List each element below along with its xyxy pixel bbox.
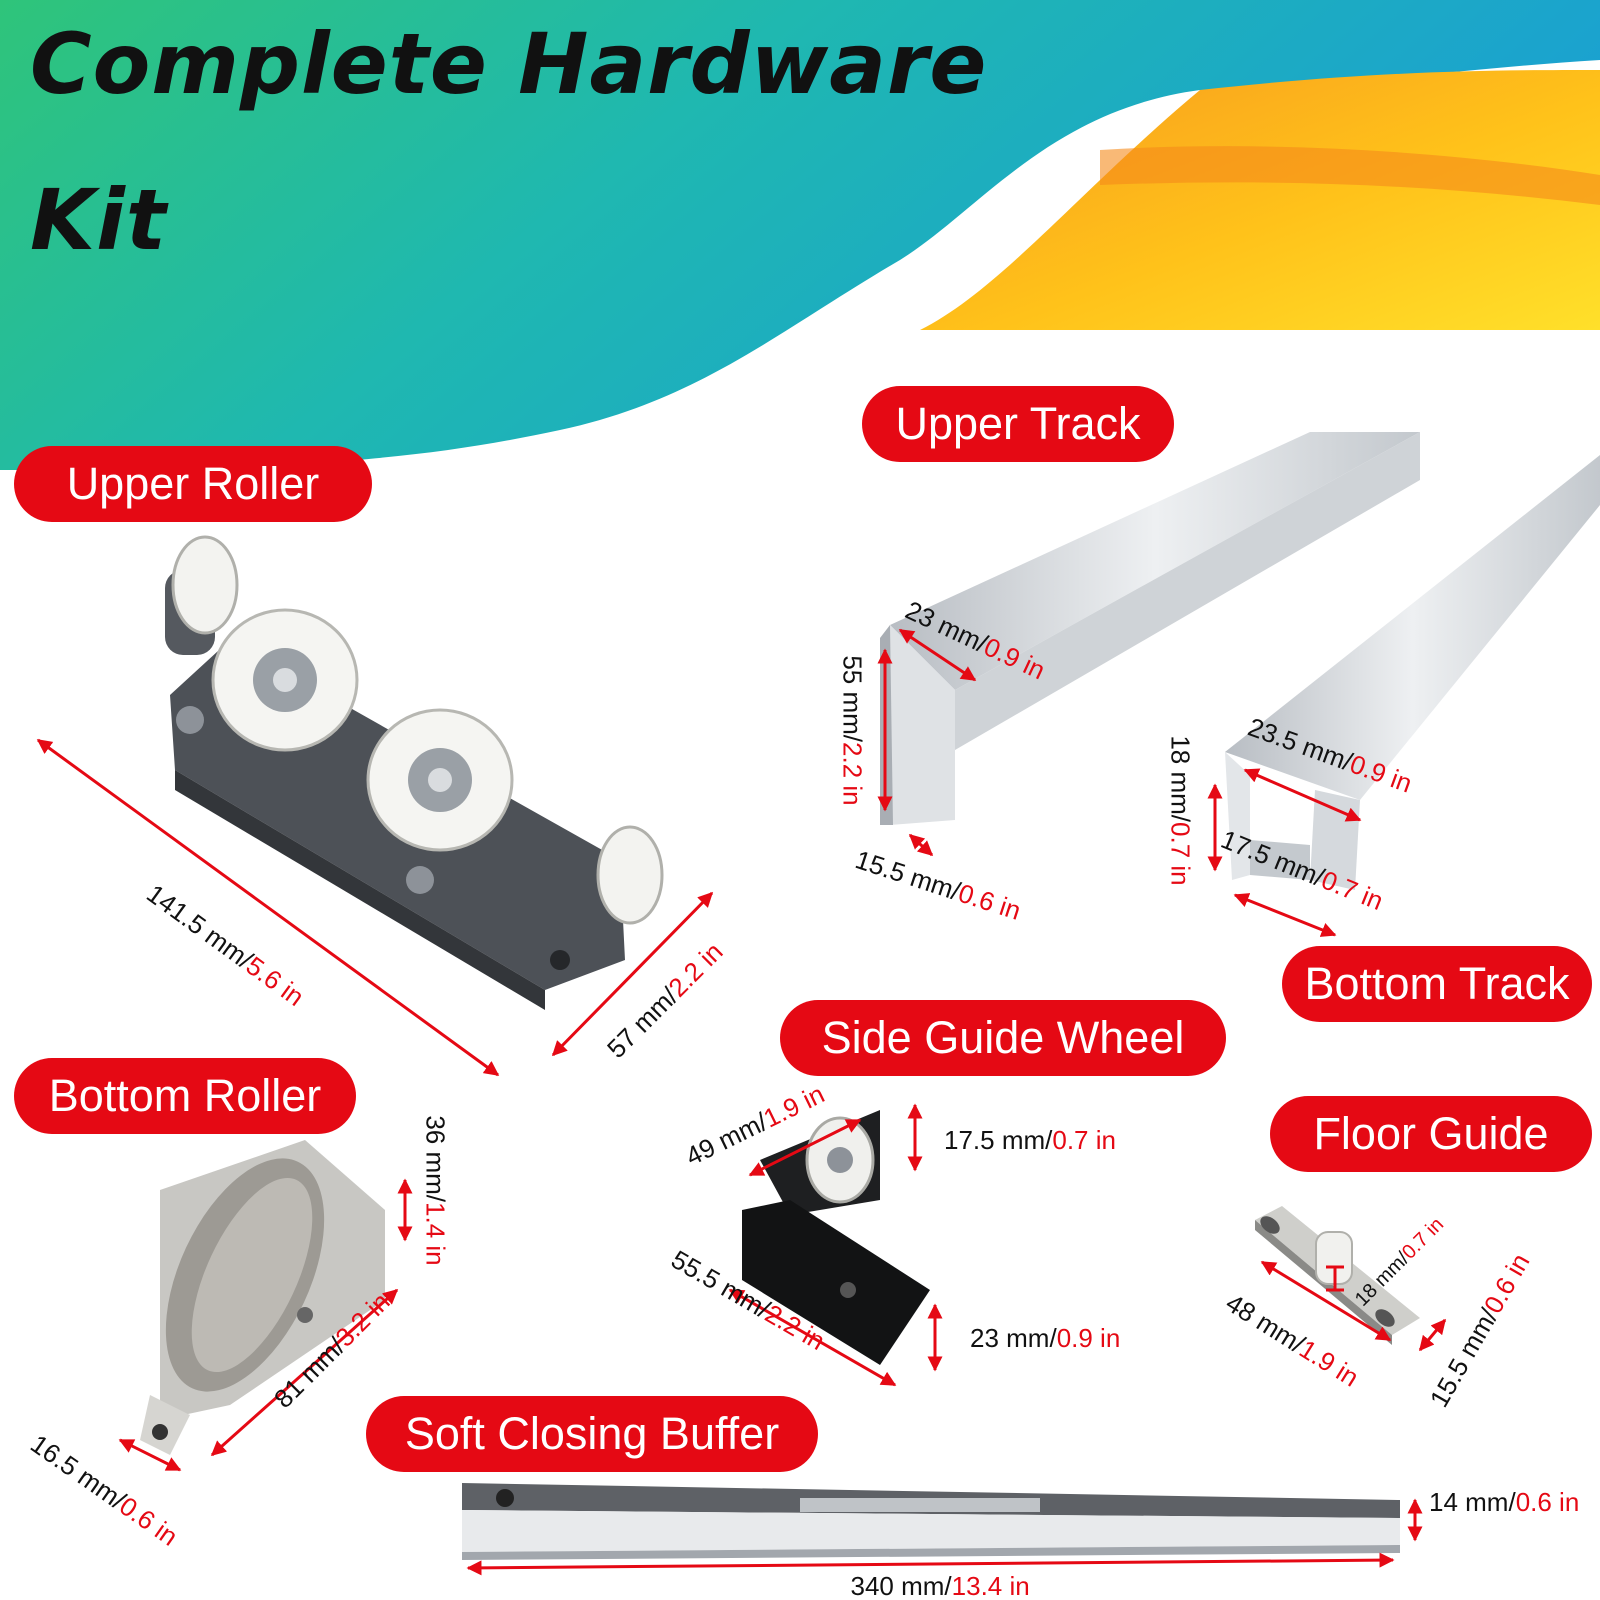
label-side-guide-wheel: Side Guide Wheel	[780, 1000, 1226, 1076]
title-line-2: Kit	[30, 171, 168, 269]
label-bottom-track: Bottom Track	[1282, 946, 1592, 1022]
title-line-1: Complete Hardware	[30, 15, 988, 113]
dim-bottom-track-height: 18 mm/0.7 in	[1165, 734, 1196, 886]
label-soft-closing-buffer: Soft Closing Buffer	[366, 1396, 818, 1472]
soft-closing-buffer-image	[462, 1483, 1400, 1560]
dim-buffer-height: 14 mm/0.6 in	[1429, 1486, 1580, 1517]
bottom-roller-image	[140, 1140, 385, 1455]
dim-upper-track-height: 55 mm/2.2 in	[837, 654, 868, 806]
dim-bottom-roller-height: 36 mm/1.4 in	[420, 1114, 451, 1266]
label-bottom-roller: Bottom Roller	[14, 1058, 356, 1134]
pin-height-marker	[1326, 1265, 1344, 1292]
background-wave	[0, 0, 1600, 470]
label-floor-guide: Floor Guide	[1270, 1096, 1592, 1172]
dimension-arrows	[36, 628, 1447, 1576]
label-upper-track: Upper Track	[862, 386, 1174, 462]
dim-buffer-length: 340 mm/13.4 in	[850, 1570, 1030, 1600]
dim-side-guide-plate-h: 23 mm/0.9 in	[970, 1322, 1121, 1353]
label-upper-roller: Upper Roller	[14, 446, 372, 522]
dim-side-guide-wheel-h: 17.5 mm/0.7 in	[944, 1124, 1116, 1155]
